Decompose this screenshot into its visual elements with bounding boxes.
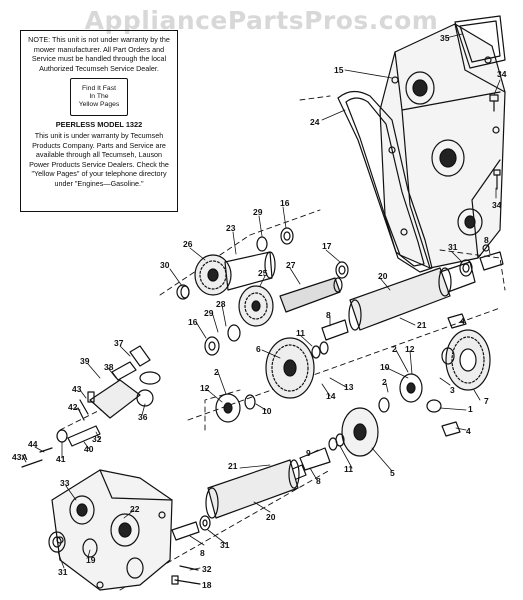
- callout-c39: 39: [80, 356, 90, 366]
- gear-part-6: [265, 337, 315, 399]
- callout-c24: 24: [310, 117, 320, 127]
- upper-housing-part-15: [379, 23, 506, 269]
- callout-c20b: 20: [266, 512, 276, 522]
- leader-lines: [21, 33, 501, 585]
- callout-c2a: 2: [214, 367, 219, 377]
- callout-c32b: 32: [202, 564, 212, 574]
- callout-c33: 33: [60, 478, 70, 488]
- callout-c11b: 11: [344, 464, 353, 474]
- callout-c36: 36: [138, 412, 148, 422]
- gasket-part-24: [337, 90, 433, 273]
- seal-parts-19-31: [48, 531, 98, 558]
- shifter-parts-36-39: [89, 345, 161, 419]
- callout-c13: 13: [344, 382, 354, 392]
- callout-c34a: 34: [497, 69, 507, 79]
- callout-c5: 5: [390, 468, 395, 478]
- yellow-pages-logo: Find It Fast In The Yellow Pages: [70, 78, 128, 117]
- callout-c34b: 34: [492, 200, 502, 210]
- callout-c19: 19: [86, 555, 96, 565]
- callout-c43A: 43A: [12, 452, 28, 462]
- callout-c42: 42: [68, 402, 78, 412]
- callout-c32a: 32: [92, 434, 102, 444]
- callout-c21b: 21: [228, 461, 238, 471]
- shaft-part-20-lower: [205, 459, 300, 519]
- flange-part-5: [341, 407, 379, 457]
- note-text: NOTE: This unit is not under warranty by…: [28, 35, 170, 73]
- callout-c37: 37: [114, 338, 124, 348]
- callout-c7: 7: [484, 396, 489, 406]
- bevel-gear-parts-2-12: [215, 347, 455, 423]
- callout-c2c: 2: [382, 377, 387, 387]
- callout-c35: 35: [440, 33, 450, 43]
- callout-c44: 44: [28, 439, 38, 449]
- callout-c27: 27: [286, 260, 296, 270]
- callout-c4a: 4: [460, 316, 465, 326]
- callout-c31b: 31: [220, 540, 230, 550]
- callout-c12b: 12: [200, 383, 210, 393]
- callout-c1: 1: [468, 404, 473, 414]
- callout-c4b: 4: [466, 426, 471, 436]
- gasket-part-35: [454, 15, 506, 69]
- callout-c18: 18: [202, 580, 212, 590]
- callout-c23: 23: [226, 223, 236, 233]
- callout-c31c: 31: [58, 567, 68, 577]
- callout-c2b: 2: [392, 344, 397, 354]
- gear-part-7: [445, 329, 491, 391]
- callout-c20a: 20: [378, 271, 388, 281]
- callout-c8d: 8: [200, 548, 205, 558]
- callout-c10a: 10: [262, 406, 272, 416]
- callout-c30: 30: [160, 260, 170, 270]
- note-box: NOTE: This unit is not under warranty by…: [20, 30, 178, 212]
- callout-c10b: 10: [380, 362, 390, 372]
- callout-c11a: 11: [296, 328, 305, 338]
- model-heading: PEERLESS MODEL 1322: [55, 120, 143, 130]
- callout-c25: 25: [258, 268, 268, 278]
- callout-c26: 26: [183, 239, 193, 249]
- callout-c31a: 31: [448, 242, 458, 252]
- callout-c43: 43: [72, 384, 82, 394]
- callout-c28: 28: [216, 299, 226, 309]
- callout-c17: 17: [322, 241, 332, 251]
- shaft-part-20-upper: [348, 251, 504, 331]
- callout-c22: 22: [130, 504, 140, 514]
- bearing-parts-16-29-17: [176, 227, 349, 356]
- callout-c3: 3: [450, 385, 455, 395]
- callout-c9: 9: [306, 448, 311, 458]
- callout-c8c: 8: [316, 476, 321, 486]
- key-parts-4: [441, 313, 467, 437]
- lower-housing-part-22: [51, 469, 173, 591]
- callout-c29b: 29: [204, 308, 214, 318]
- callout-c29a: 29: [253, 207, 263, 217]
- callout-c14: 14: [326, 391, 336, 401]
- callout-c40: 40: [84, 444, 94, 454]
- callout-c38: 38: [104, 362, 114, 372]
- callout-c6: 6: [256, 344, 261, 354]
- callout-c12a: 12: [405, 344, 415, 354]
- washer-parts: [180, 285, 390, 451]
- pin-parts-8-31: [171, 515, 211, 541]
- callout-c21a: 21: [417, 320, 427, 330]
- gear-cluster-parts-23-26-25: [194, 251, 276, 327]
- callout-c41: 41: [56, 454, 66, 464]
- callout-c16a: 16: [280, 198, 290, 208]
- callout-c16b: 16: [188, 317, 198, 327]
- callout-c15: 15: [334, 65, 344, 75]
- shaft-part-27: [279, 277, 343, 313]
- callout-c8a: 8: [484, 235, 489, 245]
- bolt-part-34: [489, 94, 501, 190]
- warranty-text: This unit is under warranty by Tecumseh …: [29, 130, 169, 188]
- callout-c8b: 8: [326, 310, 331, 320]
- yellow-pages-text: Find It Fast In The Yellow Pages: [78, 85, 120, 109]
